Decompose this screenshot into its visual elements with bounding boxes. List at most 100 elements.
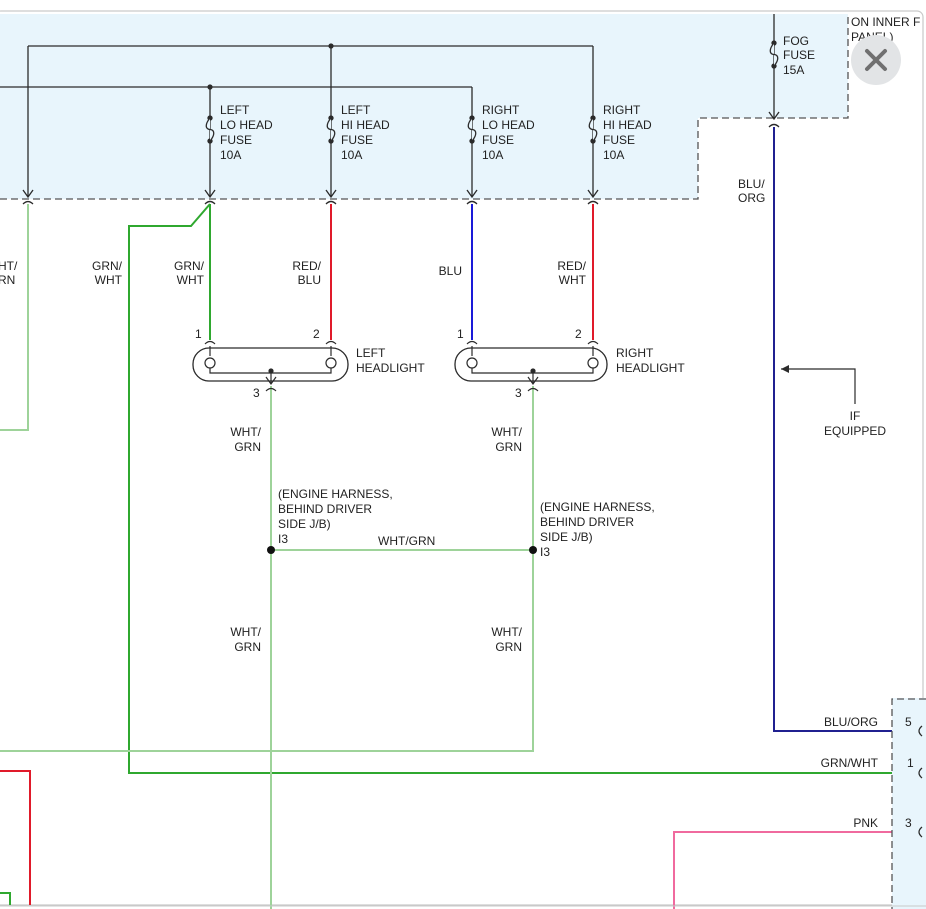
fuse-label-line: 10A [341, 148, 362, 162]
right-headlight-label-line1: RIGHT [616, 346, 654, 360]
left-headlight-pin-1: 1 [195, 327, 202, 341]
fuse-label-line: LO HEAD [482, 118, 535, 132]
wire-label-blu-org: BLU/ ORG [738, 177, 765, 205]
wire-label-wht-grn-3: WHT/ GRN [230, 625, 261, 654]
right-hi-fuse-symbol [588, 115, 598, 144]
wire-label-line: HT/ [0, 259, 18, 273]
fuse-box-internal-wiring [0, 14, 775, 196]
fuse-label-line: 10A [220, 148, 241, 162]
junction-dot [530, 368, 536, 374]
right-headlight-label-line2: HEADLIGHT [616, 361, 685, 375]
wire-label-line: GRN [495, 440, 522, 454]
left-hi-fuse-symbol [326, 115, 336, 144]
right-headlight-pin-1: 1 [457, 327, 464, 341]
connector-pin-5: 5 [905, 715, 912, 729]
connector-border [891, 698, 926, 909]
fuse-label-line: FUSE [341, 133, 373, 147]
wire-label-line: ORG [738, 191, 765, 205]
junction-dot [328, 43, 334, 49]
wire-label-line: RED/ [557, 259, 586, 273]
splice-note-line: BEHIND DRIVER [540, 515, 634, 529]
fuse-label-line: FOG [783, 34, 809, 48]
close-x-icon [865, 49, 887, 71]
splice-dot [267, 546, 275, 554]
connector-block: BLU/ORG 5 GRN/WHT 1 PNK 3 [821, 698, 926, 909]
wire-label-line: WHT [559, 273, 587, 287]
wire-label-line: WHT [177, 273, 205, 287]
connector-wire-label-blu-org: BLU/ORG [824, 715, 878, 729]
if-equipped-leader [781, 368, 856, 404]
wire-label-wht-grn-2: WHT/ GRN [491, 425, 522, 454]
wire-label-line: GRN [234, 640, 261, 654]
connector-fill [892, 698, 926, 909]
fuse-label-line: 10A [482, 148, 503, 162]
wire-label-red-blu: RED/ BLU [292, 259, 321, 287]
left-headlight-label-line2: HEADLIGHT [356, 361, 425, 375]
left-lo-head-fuse-label: LEFT LO HEAD FUSE 10A [220, 103, 273, 162]
splice-note-line: (ENGINE HARNESS, [540, 500, 655, 514]
fuse-label-line: LO HEAD [220, 118, 273, 132]
right-lo-fuse-symbol [467, 115, 477, 144]
fuse-label-line: 15A [783, 63, 804, 77]
wire-label-line: GRN [234, 440, 261, 454]
wire-label-blu: BLU [439, 264, 462, 278]
connector-wire-label-grn-wht: GRN/WHT [821, 756, 879, 770]
left-headlight: 1 2 3 LEFT HEADLIGHT [192, 327, 425, 400]
if-equipped-line: EQUIPPED [824, 424, 886, 438]
left-lo-fuse-symbol [205, 115, 215, 144]
wire-label-wht-grn-1: WHT/ GRN [230, 425, 261, 454]
splice-dot [529, 546, 537, 554]
wire-label-partial-left: HT/ RN [0, 259, 18, 287]
wire-label-line: RN [0, 273, 15, 287]
wire-label-line: GRN/ [174, 259, 205, 273]
fog-fuse-label: FOG FUSE 15A [783, 34, 815, 77]
left-headlight-pin-3: 3 [253, 386, 260, 400]
wire-label-line: WHT [95, 273, 123, 287]
connector-pin-1: 1 [907, 756, 914, 770]
splice-note-line: BEHIND DRIVER [278, 502, 372, 516]
wire-label-grn-wht-b: GRN/ WHT [174, 259, 205, 287]
fuse-label-line: FUSE [603, 133, 635, 147]
fuse-label-line: RIGHT [482, 103, 520, 117]
wire-pnk [673, 831, 916, 909]
wire-blu-org [773, 127, 916, 732]
splice-note-line: SIDE J/B) [540, 530, 593, 544]
splice-id: I3 [540, 545, 550, 559]
splice-note-line: (ENGINE HARNESS, [278, 487, 393, 501]
wire-grn-left-partial [0, 204, 29, 431]
wire-label-line: BLU/ [738, 177, 765, 191]
fuse-label-line: RIGHT [603, 103, 641, 117]
wire-label-line: WHT/ [491, 425, 522, 439]
close-button[interactable] [851, 35, 901, 85]
fuse-label-line: HI HEAD [341, 118, 390, 132]
junction-dot [207, 84, 213, 90]
connector-pin-3: 3 [905, 816, 912, 830]
wire-green-bottom-left [0, 892, 11, 905]
viewer-frame [0, 10, 924, 906]
right-headlight: 1 2 3 RIGHT HEADLIGHT [454, 327, 685, 400]
right-lo-head-fuse-label: RIGHT LO HEAD FUSE 10A [482, 103, 535, 162]
left-headlight-label-line1: LEFT [356, 346, 386, 360]
wire-label-grn-wht-a: GRN/ WHT [92, 259, 123, 287]
wire-label-wht-grn-4: WHT/ GRN [491, 625, 522, 654]
if-equipped-line: IF [850, 409, 861, 423]
wire-grn-wht-to-connector [128, 203, 916, 774]
fuse-box: ON INNER F PANEL) [0, 14, 920, 200]
fuse-label-line: FUSE [220, 133, 252, 147]
wire-label-wht-grn-bridge: WHT/GRN [378, 534, 435, 548]
left-splice: (ENGINE HARNESS, BEHIND DRIVER SIDE J/B)… [267, 487, 393, 554]
fuse-box-connector-arrows [22, 111, 780, 205]
fuse-label-line: HI HEAD [603, 118, 652, 132]
wire-label-red-wht: RED/ WHT [557, 259, 586, 287]
left-headlight-pin-2: 2 [313, 327, 320, 341]
wire-label-line: RED/ [292, 259, 321, 273]
if-equipped-note: IF EQUIPPED [781, 365, 886, 438]
wire-label-line: WHT/ [230, 425, 261, 439]
wire-label-line: WHT/ [491, 625, 522, 639]
right-headlight-pin-3: 3 [515, 386, 522, 400]
colored-wires [0, 127, 916, 909]
fuse-symbols [205, 40, 779, 144]
wire-red-bottom-left [0, 770, 31, 905]
fuse-label-line: FUSE [482, 133, 514, 147]
wire-wht-grn-right-ground [0, 386, 534, 752]
